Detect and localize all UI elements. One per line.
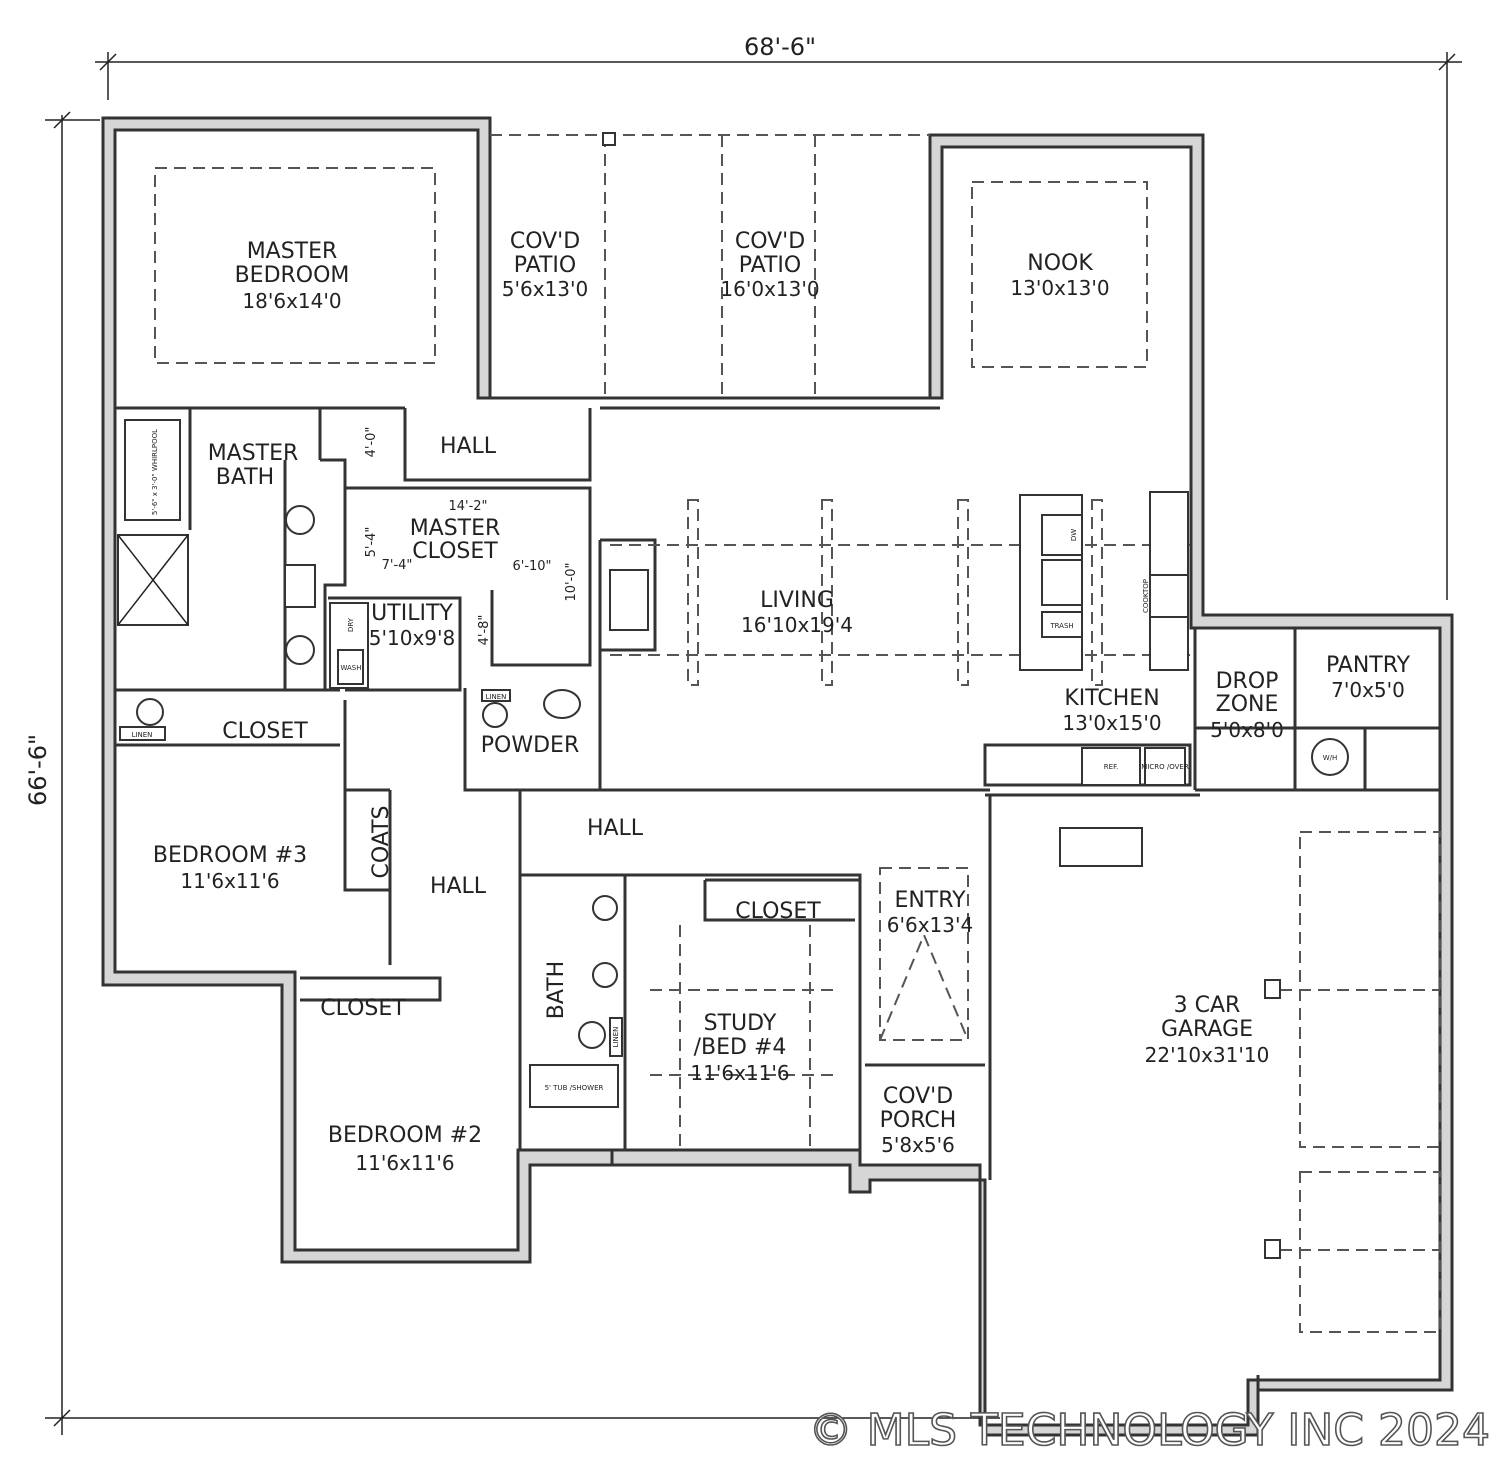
closet-dimensions: 14'-2" 4'-0" 5'-4" 7'-4" 6'-10" 10'-0" 4… (364, 427, 579, 646)
study-name-2: /BED #4 (694, 1035, 787, 1060)
patio-outline (490, 132, 930, 400)
garage-name-1: 3 CAR (1174, 993, 1241, 1018)
micro-label: MICRO /OVER (1141, 763, 1189, 771)
master-bedroom-name-2: BEDROOM (235, 263, 350, 288)
drop-zone-name-2: ZONE (1216, 692, 1279, 717)
closet-dim-6-10: 6'-10" (512, 559, 551, 574)
linen-label-3: LINEN (612, 1027, 620, 1048)
entry-name: ENTRY (894, 888, 966, 913)
entry-size: 6'6x13'4 (887, 913, 973, 937)
drop-zone-name-1: DROP (1216, 669, 1279, 694)
trash-label: TRASH (1049, 622, 1073, 630)
closet-master-bath-name: CLOSET (222, 719, 308, 744)
exterior-walls (101, 116, 1454, 1437)
wh-label: W/H (1323, 754, 1338, 762)
wash-label: WASH (340, 664, 361, 672)
dw-label: DW (1070, 529, 1078, 541)
porch-name-1: COV'D (883, 1084, 953, 1109)
room-labels: MASTER BEDROOM 18'6x14'0 COV'D PATIO 5'6… (153, 229, 1411, 1175)
hall-mid-name: HALL (587, 816, 644, 841)
bath-name: BATH (544, 961, 569, 1019)
width-dimension: 68'-6" (744, 33, 816, 61)
bedroom2-size: 11'6x11'6 (355, 1151, 454, 1175)
porch-name-2: PORCH (880, 1108, 957, 1133)
dry-label: DRY (347, 617, 355, 632)
utility-name: UTILITY (371, 601, 453, 626)
master-bath-name-1: MASTER (208, 441, 299, 466)
tub-label: 5' TUB /SHOWER (545, 1084, 604, 1092)
patio-right-name-2: PATIO (739, 253, 801, 278)
ceiling-outlines (154, 167, 1441, 1333)
closet-bed2-name: CLOSET (320, 996, 406, 1021)
nook-size: 13'0x13'0 (1010, 276, 1109, 300)
closet-dim-4-8: 4'-8" (477, 615, 492, 646)
patio-left-name-1: COV'D (510, 229, 580, 254)
garage-size: 22'10x31'10 (1145, 1043, 1270, 1067)
study-size: 11'6x11'6 (690, 1061, 789, 1085)
patio-left-size: 5'6x13'0 (502, 277, 588, 301)
pantry-name: PANTRY (1326, 653, 1411, 678)
living-size: 16'10x19'4 (741, 613, 853, 637)
master-bedroom-size: 18'6x14'0 (242, 289, 341, 313)
depth-dimension: 66'-6" (24, 734, 52, 806)
fixtures (117, 419, 1349, 1259)
nook-name: NOOK (1027, 251, 1093, 276)
closet-dim-7-4: 7'-4" (382, 558, 413, 573)
linen-label-1: LINEN (132, 731, 153, 739)
closet-dim-10-0: 10'-0" (564, 562, 579, 601)
porch-size: 5'8x5'6 (881, 1133, 955, 1157)
master-closet-name-1: MASTER (410, 516, 501, 541)
cooktop-label: COOKTOP (1142, 579, 1150, 613)
closet-dim-4-0: 4'-0" (364, 427, 379, 458)
coats-name: COATS (369, 805, 394, 878)
closet-study-name: CLOSET (735, 899, 821, 924)
utility-size: 5'10x9'8 (369, 626, 455, 650)
whirlpool-label: 5'-6" x 3'-0" WHIRLPOOL (151, 429, 159, 515)
closet-dim-5-4: 5'-4" (364, 527, 379, 558)
patio-right-size: 16'0x13'0 (720, 277, 819, 301)
living-name: LIVING (760, 588, 834, 613)
hall-left-name: HALL (430, 874, 487, 899)
patio-left-name-2: PATIO (514, 253, 576, 278)
master-closet-name-2: CLOSET (412, 539, 498, 564)
fixture-labels: LINEN LINEN LINEN DRY WASH REF. MICRO /O… (132, 429, 1338, 1092)
drop-zone-size: 5'0x8'0 (1210, 718, 1284, 742)
kitchen-size: 13'0x15'0 (1062, 711, 1161, 735)
master-bath-name-2: BATH (216, 465, 274, 490)
pantry-size: 7'0x5'0 (1331, 678, 1405, 702)
kitchen-name: KITCHEN (1064, 686, 1159, 711)
master-bedroom-name-1: MASTER (247, 239, 338, 264)
bedroom3-name: BEDROOM #3 (153, 843, 307, 868)
powder-name: POWDER (481, 733, 579, 758)
interior-walls (115, 406, 1440, 1180)
watermark: © MLS TECHNOLOGY INC 2024 (809, 1405, 1490, 1456)
ref-label: REF. (1104, 763, 1118, 771)
hall-top-name: HALL (440, 434, 497, 459)
bedroom3-size: 11'6x11'6 (180, 869, 279, 893)
linen-label-2: LINEN (486, 693, 507, 701)
dimension-lines (45, 52, 1462, 1435)
closet-dim-14-2: 14'-2" (448, 499, 487, 514)
study-name-1: STUDY (704, 1011, 777, 1036)
bedroom2-name: BEDROOM #2 (328, 1123, 482, 1148)
patio-right-name-1: COV'D (735, 229, 805, 254)
garage-name-2: GARAGE (1161, 1017, 1253, 1042)
